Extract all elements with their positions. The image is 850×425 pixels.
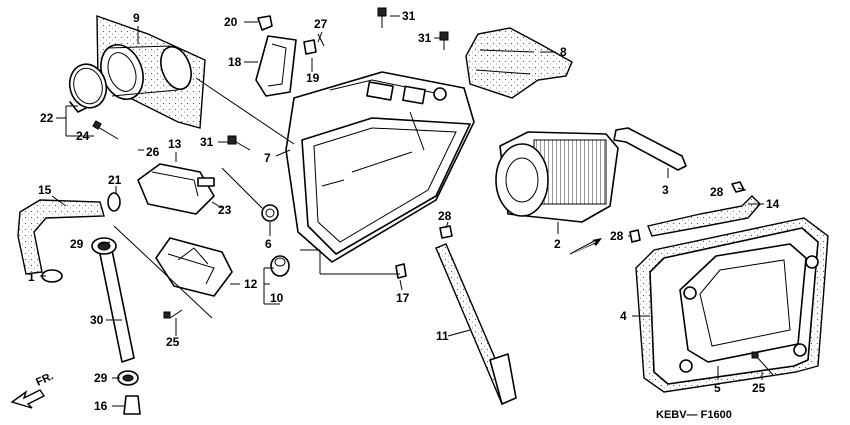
tube-30-part: [91, 237, 141, 415]
bracket-12-part: [155, 237, 233, 297]
callout-18: 18: [228, 55, 242, 69]
grommet-6-part: [261, 204, 279, 222]
callout-11: 11: [436, 329, 449, 343]
front-arrow-icon: [10, 389, 46, 409]
callout-16: 16: [94, 399, 108, 413]
callout-29-b: 29: [94, 371, 108, 385]
callout-31-b: 31: [418, 31, 432, 45]
callout-25-b: 25: [752, 381, 766, 395]
front-direction-indicator: FR.: [10, 370, 55, 409]
callout-19: 19: [306, 71, 320, 85]
diagram-code: KEBV— F1600: [656, 409, 732, 421]
callout-30: 30: [90, 313, 104, 327]
callout-27: 27: [314, 17, 328, 31]
filter-element-part: [495, 131, 619, 223]
callout-28-a: 28: [710, 185, 724, 199]
callout-20: 20: [224, 15, 238, 29]
callout-numbers: 9 20 27 31 31 8 18 19 22 24 13 31 26 7 3…: [28, 9, 780, 413]
air-cleaner-case-part: [285, 71, 475, 263]
callout-23: 23: [218, 203, 232, 217]
clip-17-part: [395, 263, 407, 279]
bolt-31-part: [227, 7, 449, 151]
callout-13: 13: [168, 137, 182, 151]
drain-tube-part: [435, 243, 517, 406]
chamber-13-part: [137, 163, 215, 215]
callout-3: 3: [662, 183, 669, 197]
callout-21: 21: [108, 173, 122, 187]
leader-lines: [40, 15, 764, 407]
callout-15: 15: [38, 183, 52, 197]
strap-3-part: [613, 127, 687, 171]
clip-21-part: [107, 192, 121, 212]
callout-31-a: 31: [402, 9, 416, 23]
callout-28-c: 28: [610, 229, 624, 243]
clip-19-part: [303, 33, 325, 55]
clip-20-part: [257, 15, 273, 31]
bracket-18-part: [255, 35, 297, 97]
callout-9: 9: [133, 11, 140, 25]
callout-31-c: 31: [200, 135, 214, 149]
callout-17: 17: [396, 291, 410, 305]
callout-22: 22: [40, 111, 54, 125]
callout-25-a: 25: [166, 335, 180, 349]
screw-24-part: [92, 120, 119, 140]
callout-28-b: 28: [438, 209, 452, 223]
direction-arrow-2: [572, 238, 602, 254]
cover-8-part: [465, 27, 573, 99]
callout-7: 7: [264, 151, 271, 165]
hose-15-part: [17, 199, 105, 275]
callout-24: 24: [76, 129, 90, 143]
callout-10: 10: [270, 291, 284, 305]
callout-26: 26: [146, 145, 160, 159]
callout-2: 2: [554, 237, 561, 251]
bolt-25-part: [163, 309, 775, 377]
callout-6: 6: [265, 237, 272, 251]
callout-8: 8: [560, 45, 567, 59]
callout-5: 5: [714, 381, 721, 395]
clip-28-part: [439, 225, 641, 243]
side-cover-part: [635, 217, 829, 393]
front-label: FR.: [34, 370, 55, 388]
tube-14-part: [647, 181, 761, 237]
callout-12: 12: [244, 277, 258, 291]
intake-duct-part: [96, 15, 206, 129]
callout-29-a: 29: [70, 237, 84, 251]
callout-1: 1: [28, 270, 35, 284]
plug-10-part: [270, 255, 290, 277]
hose-band-part: [68, 63, 108, 113]
callout-14: 14: [766, 197, 780, 211]
callout-4: 4: [620, 309, 627, 323]
